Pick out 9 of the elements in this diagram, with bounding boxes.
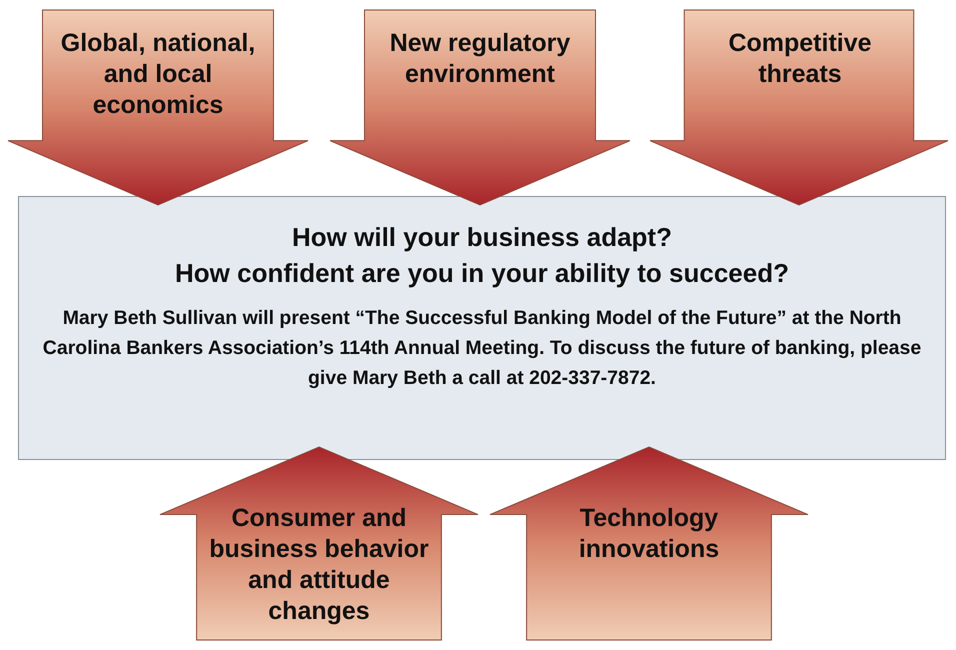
arrow-label: Technology innovations — [578, 503, 720, 565]
arrow-label: Global, national, and local economics — [60, 28, 256, 121]
question-heading: How confident are you in your ability to succeed? — [175, 257, 789, 290]
arrow-label: New regulatory environment — [388, 28, 572, 90]
arrow-label: Consumer and business behavior and attitude changes — [208, 503, 430, 627]
question-heading: How will your business adapt? — [292, 221, 672, 254]
text-panel — [18, 196, 946, 460]
body-text: Mary Beth Sullivan will present “The Successful Banking Model of the Future” at the North Carolina Bankers Association’s 114th Annual Meeting. To discuss the future of banking, please give Mary Beth a call at 202-337-7872. — [42, 306, 922, 391]
arrow-label: Competitive threats — [727, 28, 873, 90]
